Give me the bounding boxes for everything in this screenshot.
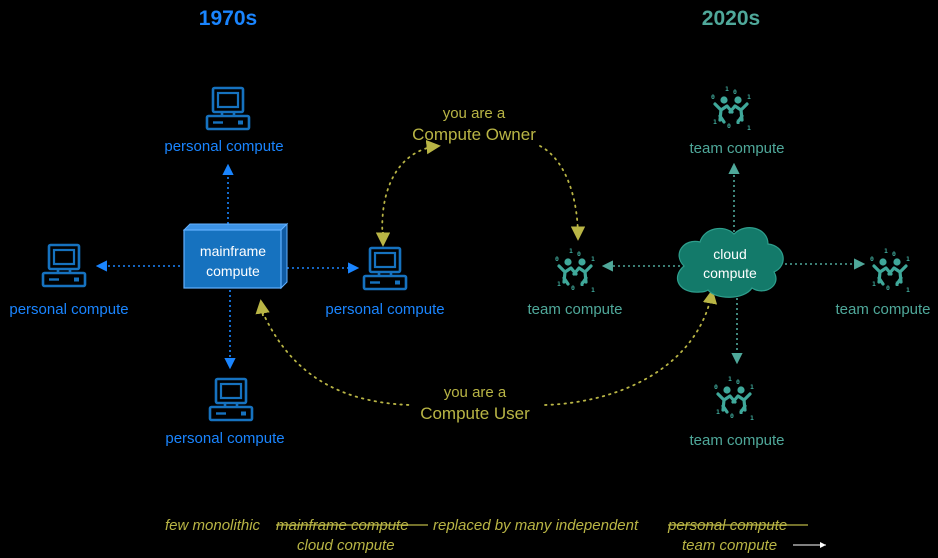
personal-compute-top-label: personal compute: [164, 138, 283, 155]
personal-compute-bottom-label: personal compute: [165, 430, 284, 447]
personal-compute-left-label: personal compute: [9, 301, 128, 318]
desktop-computer-icon: [41, 243, 87, 288]
mainframe-label-line1: mainframe: [200, 243, 266, 259]
heading-2020s: 2020s: [702, 7, 760, 30]
personal-compute-right-label: personal compute: [325, 301, 444, 318]
user-arrow-into-mainframe: [255, 299, 270, 317]
mainframe-label-line2: compute: [206, 263, 260, 279]
user-label-line2: Compute User: [420, 404, 530, 423]
team-compute-right-label: team compute: [835, 301, 930, 318]
team-collaboration-icon: [709, 86, 753, 130]
desktop-computer-icon: [205, 86, 251, 131]
team-compute-left-label: team compute: [527, 301, 622, 318]
cloud-label-line1: cloud: [713, 246, 746, 262]
caption-part2: replaced by many independent: [433, 517, 639, 534]
team-collaboration-icon: [868, 248, 912, 292]
cloud-label-line2: compute: [703, 265, 757, 281]
owner-label-line2: Compute Owner: [412, 125, 536, 144]
user-label-line1: you are a: [444, 384, 507, 401]
caption-sub1: cloud compute: [297, 537, 395, 554]
mainframe-box-icon: mainframe compute: [182, 222, 289, 290]
caption: few monolithic mainframe compute replace…: [165, 517, 808, 554]
caption-arrow: [793, 542, 826, 548]
owner-label-line1: you are a: [443, 105, 506, 122]
team-collaboration-icon: [553, 248, 597, 292]
cloud-icon: cloud compute: [677, 227, 784, 298]
caption-part1: few monolithic: [165, 517, 261, 534]
cloud-connectors: [601, 162, 866, 365]
mainframe-connectors: [95, 163, 360, 370]
team-compute-top-label: team compute: [689, 140, 784, 157]
team-collaboration-icon: [712, 376, 756, 420]
heading-1970s: 1970s: [199, 7, 257, 30]
role-curves: [259, 139, 718, 406]
caption-sub2: team compute: [682, 537, 777, 554]
team-compute-bottom-label: team compute: [689, 432, 784, 449]
desktop-computer-icon: [362, 246, 408, 291]
desktop-computer-icon: [208, 377, 254, 422]
